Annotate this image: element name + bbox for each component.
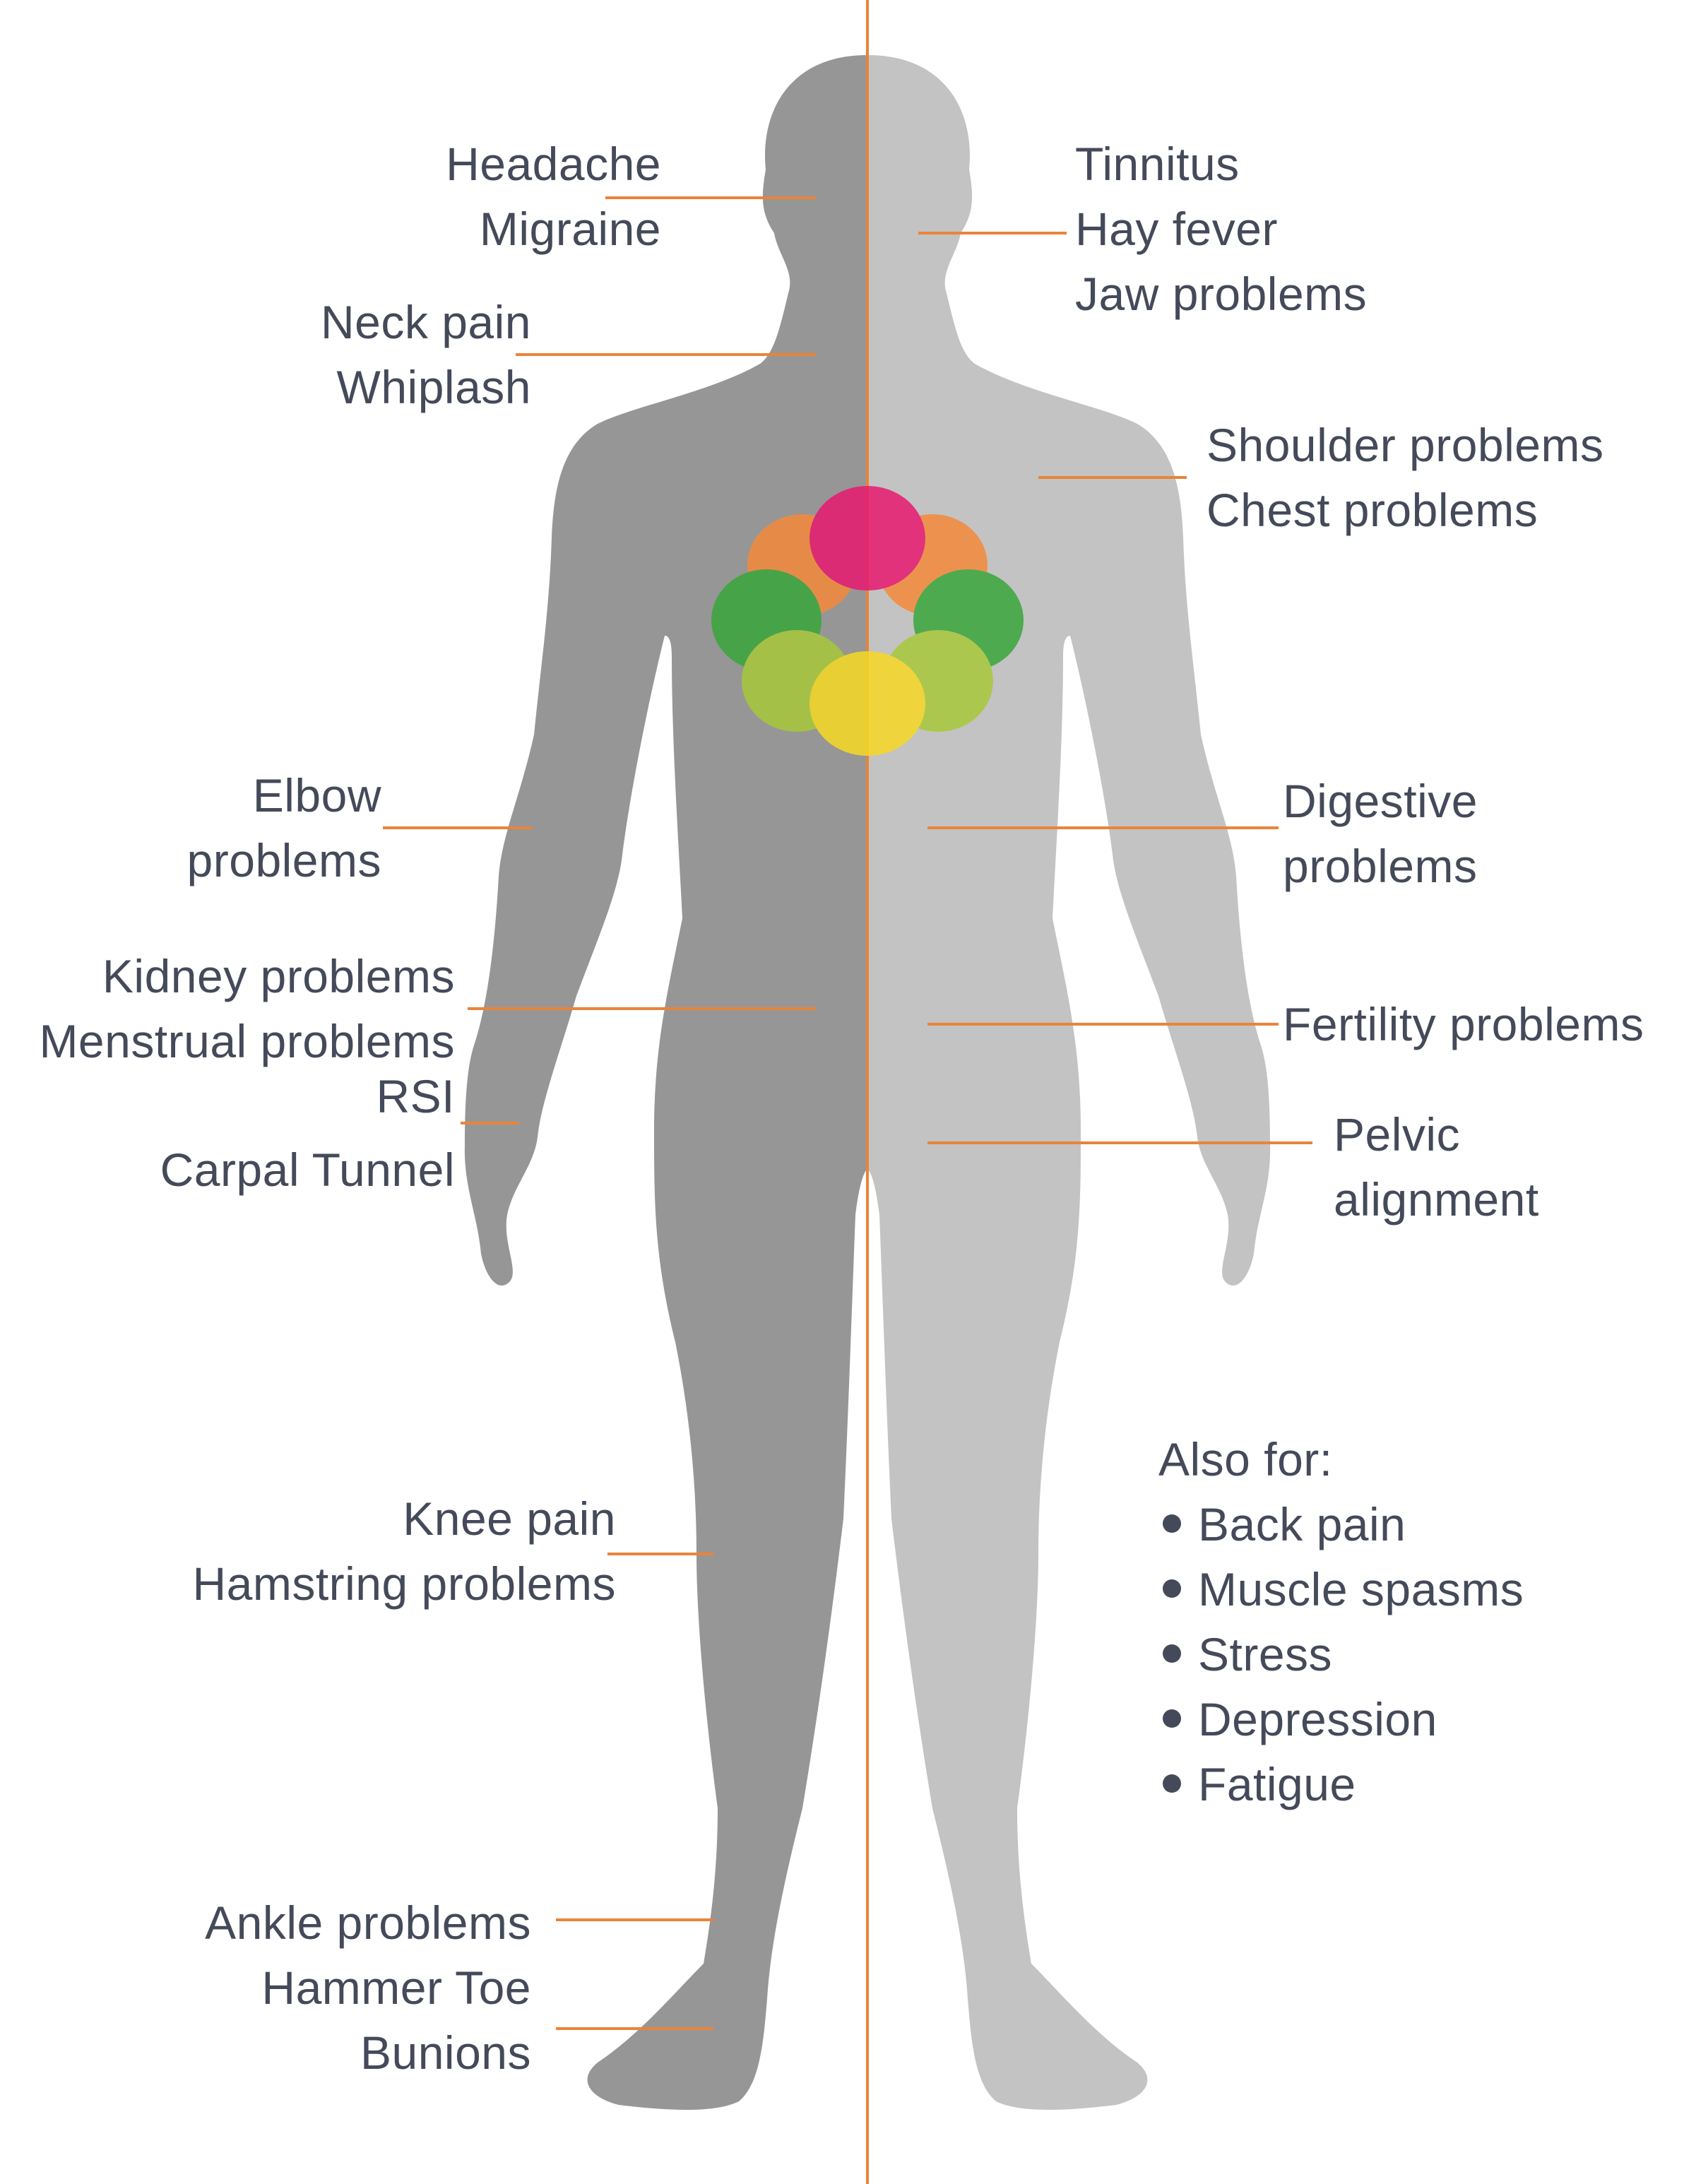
label-ear: Tinnitus Hay fever Jaw problems xyxy=(1075,131,1367,326)
list-item-label: Back pain xyxy=(1198,1498,1406,1550)
bullet-icon xyxy=(1163,1579,1181,1598)
list-item-label: Depression xyxy=(1198,1693,1437,1745)
label-line: Neck pain xyxy=(321,290,531,355)
bullet-icon xyxy=(1163,1774,1181,1793)
list-item: Back pain xyxy=(1158,1492,1524,1557)
label-foot: Ankle problems Hammer Toe Bunions xyxy=(205,1890,531,2085)
list-item: Fatigue xyxy=(1158,1752,1524,1817)
label-knee: Knee pain Hamstring problems xyxy=(192,1486,616,1616)
label-line: Tinnitus xyxy=(1075,131,1367,196)
list-item-label: Muscle spasms xyxy=(1198,1563,1524,1615)
label-line: problems xyxy=(1283,833,1478,898)
label-shoulder: Shoulder problems Chest problems xyxy=(1206,413,1603,542)
label-line: Digestive xyxy=(1283,768,1478,833)
label-line: Shoulder problems xyxy=(1206,413,1603,477)
label-line: Hammer Toe xyxy=(205,1955,531,2020)
label-elbow: Elbow problems xyxy=(187,763,381,893)
also-for-heading: Also for: xyxy=(1158,1427,1524,1492)
label-line: Jaw problems xyxy=(1075,261,1367,326)
label-pelvic: Pelvic alignment xyxy=(1334,1102,1539,1232)
bullet-icon xyxy=(1163,1514,1181,1533)
label-line: Hay fever xyxy=(1075,196,1367,261)
label-fertility: Fertility problems xyxy=(1283,992,1644,1057)
label-head: Headache Migraine xyxy=(446,131,661,261)
list-item: Muscle spasms xyxy=(1158,1557,1524,1622)
label-line: Chest problems xyxy=(1206,477,1603,542)
bullet-icon xyxy=(1163,1709,1181,1728)
label-kidney: Kidney problems Menstrual problems xyxy=(39,944,455,1074)
logo-circle xyxy=(810,651,925,756)
list-item: Stress xyxy=(1158,1622,1524,1687)
label-digestive: Digestive problems xyxy=(1283,768,1478,898)
label-line: Kidney problems xyxy=(39,944,455,1009)
label-line: Knee pain xyxy=(192,1486,616,1551)
label-line: Carpal Tunnel xyxy=(160,1137,455,1202)
label-line: Whiplash xyxy=(321,355,531,420)
bullet-icon xyxy=(1163,1644,1181,1663)
label-line: Bunions xyxy=(205,2020,531,2085)
label-line: Pelvic xyxy=(1334,1102,1539,1167)
list-item: Depression xyxy=(1158,1687,1524,1752)
label-line: Migraine xyxy=(446,196,661,261)
label-line: Elbow xyxy=(187,763,381,828)
label-line: problems xyxy=(187,828,381,893)
label-line: alignment xyxy=(1334,1167,1539,1232)
label-neck: Neck pain Whiplash xyxy=(321,290,531,420)
label-line: Ankle problems xyxy=(205,1890,531,1955)
also-for-list: Also for: Back pain Muscle spasms Stress… xyxy=(1158,1427,1524,1817)
list-item-label: Stress xyxy=(1198,1628,1332,1680)
label-line: Hamstring problems xyxy=(192,1551,616,1616)
label-wrist: RSI Carpal Tunnel xyxy=(160,1064,455,1202)
logo-circle xyxy=(810,486,925,590)
list-item-label: Fatigue xyxy=(1198,1758,1356,1810)
label-line: Fertility problems xyxy=(1283,992,1644,1057)
label-line: RSI xyxy=(160,1064,455,1129)
label-line: Headache xyxy=(446,131,661,196)
